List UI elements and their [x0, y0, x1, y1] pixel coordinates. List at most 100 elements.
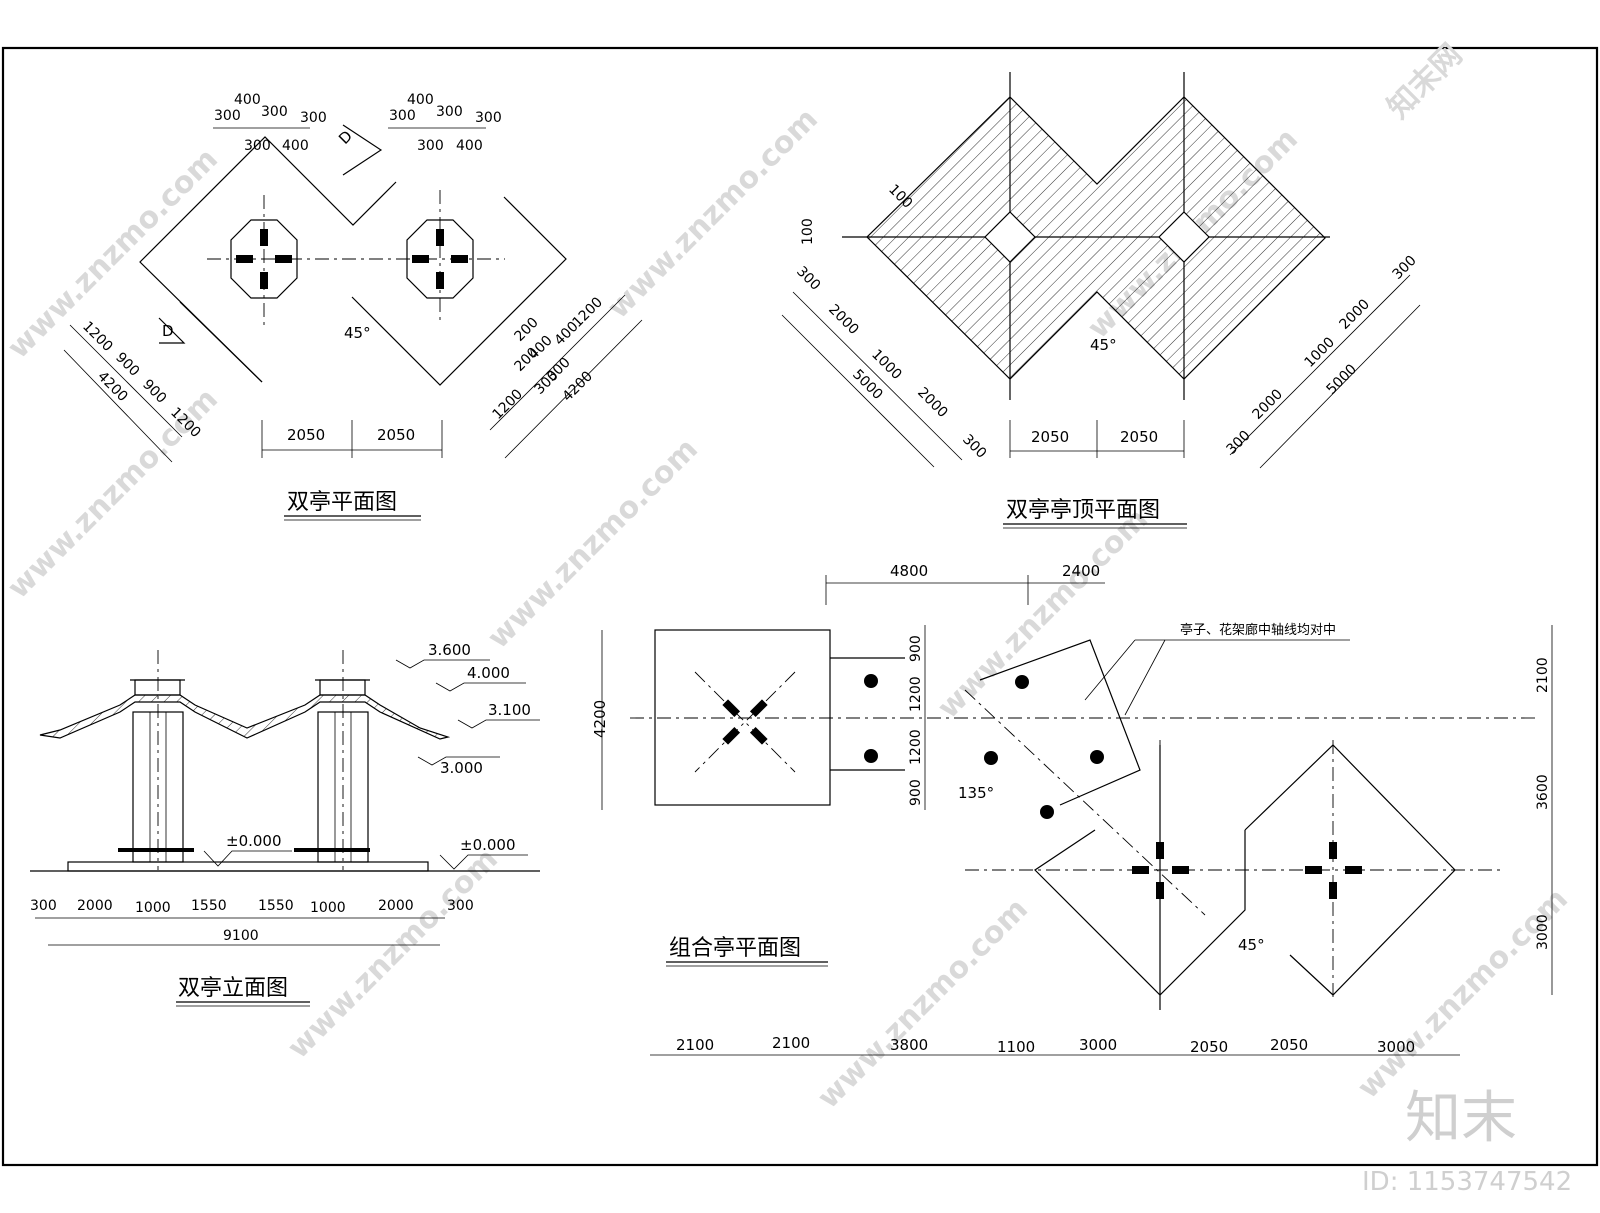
double-pavilion-elevation: 3.600 4.000 3.100 3.000 ±0.000 ±0.000 30…	[30, 641, 540, 1007]
pavilion-axis	[694, 671, 796, 773]
dim-label: 2000	[914, 385, 951, 422]
note-text: 亭子、花架廊中轴线均对中	[1180, 622, 1336, 638]
dim-label: 300	[436, 104, 463, 120]
dim-label: 1200	[908, 676, 924, 712]
dim-label: 300	[30, 898, 57, 914]
angle-label: 45°	[344, 324, 371, 342]
dim-label: 300	[244, 138, 271, 154]
dim-label: 1550	[258, 898, 294, 914]
column-marks	[236, 229, 468, 289]
dim-line	[504, 319, 643, 459]
brand-watermark: 知末	[1405, 1086, 1517, 1151]
pergola-post	[1090, 750, 1104, 764]
dim-label: 1200	[908, 729, 924, 765]
dim-label: 3000	[1079, 1036, 1117, 1054]
dim-line	[781, 314, 935, 468]
plan-outline-right	[351, 196, 567, 386]
drawing-title: 双亭立面图	[178, 976, 288, 1001]
diamond-pavilion	[1244, 744, 1456, 996]
angle-label: 45°	[1238, 936, 1265, 954]
dim-label: 400	[407, 92, 434, 108]
base-platform	[67, 861, 429, 872]
drawing-frame	[1, 46, 1599, 1167]
pergola-post	[1040, 805, 1054, 819]
watermark-cn: 知末网	[1381, 37, 1469, 125]
angle-label: 45°	[1090, 336, 1117, 354]
drawing-title: 组合亭平面图	[669, 936, 801, 961]
pergola-post	[864, 749, 878, 763]
dim-label: 3800	[890, 1036, 928, 1054]
seat-bar	[118, 848, 194, 852]
watermark-site: www.znzmo.com	[481, 432, 705, 656]
dim-label: 3000	[1535, 914, 1551, 950]
dim-line	[69, 324, 183, 438]
drawing-title: 双亭平面图	[287, 490, 397, 515]
dim-label: 1200	[79, 319, 116, 356]
dim-label: 2100	[772, 1034, 810, 1052]
dim-label: 300	[793, 264, 823, 294]
pergola-post	[864, 674, 878, 688]
dim-label: 1200	[570, 294, 607, 331]
level-label: 3.100	[488, 701, 531, 719]
dim-label: 300	[447, 898, 474, 914]
level-marker	[417, 756, 500, 766]
dim-label: 1200	[490, 386, 527, 423]
level-label: 3.000	[440, 759, 483, 777]
dim-label: 300	[214, 108, 241, 124]
dim-label: 2000	[1337, 296, 1374, 333]
section-mark-label: D	[162, 322, 174, 340]
level-label: 4.000	[467, 664, 510, 682]
dim-label: 1550	[191, 898, 227, 914]
dim-line	[1229, 274, 1411, 456]
dim-label: 2100	[1535, 657, 1551, 693]
roof-center	[1158, 211, 1210, 263]
dim-label: 4200	[591, 700, 609, 738]
dim-label: 1000	[868, 347, 905, 384]
dim-label: 5000	[1324, 361, 1361, 398]
level-label: ±0.000	[460, 836, 516, 854]
level-marker	[203, 850, 292, 867]
plan-outline-lower-left	[179, 301, 263, 383]
combo-pavilion-plan: 亭子、花架廊中轴线均对中 135° 45° 4800 2400 4200 900…	[591, 562, 1553, 1056]
column-octagon	[230, 219, 298, 299]
watermark-site: www.znzmo.com	[1, 382, 225, 606]
column-marks	[722, 699, 768, 745]
section-mark	[158, 317, 186, 344]
square-pavilion	[654, 629, 831, 806]
dim-label: 2000	[378, 898, 414, 914]
angled-pergola	[979, 639, 1141, 806]
seat-bar	[294, 848, 370, 852]
dim-label: 300	[1390, 253, 1420, 283]
dim-label: 2400	[1062, 562, 1100, 580]
dim-line	[489, 294, 626, 431]
dim-label: 100	[800, 218, 816, 245]
dim-label: 900	[112, 350, 142, 380]
dim-label: 2050	[1190, 1038, 1228, 1056]
watermark-site: www.znzmo.com	[811, 892, 1035, 1116]
dim-line	[63, 349, 173, 463]
dim-label: 2000	[77, 898, 113, 914]
watermark-site: www.znzmo.com	[931, 502, 1155, 726]
roof-top	[319, 679, 366, 696]
dim-label: 1000	[310, 900, 346, 916]
drawing-title: 双亭亭顶平面图	[1006, 498, 1160, 523]
dim-label: 300	[300, 110, 327, 126]
roof-profile	[39, 694, 451, 740]
diamond-pavilion	[1034, 829, 1246, 996]
dim-label: 2050	[1031, 428, 1069, 446]
dim-label: 300	[959, 432, 989, 462]
dim-label: 3600	[1535, 774, 1551, 810]
leader-line	[1084, 639, 1136, 701]
roof-center	[984, 211, 1036, 263]
leader-line	[1124, 639, 1166, 716]
watermark-site: www.znzmo.com	[1, 142, 225, 366]
section-mark-label: D	[335, 127, 356, 148]
dim-label: 300	[261, 104, 288, 120]
dim-line	[1259, 304, 1421, 469]
dim-label: 300	[417, 138, 444, 154]
dim-label: 2050	[287, 426, 325, 444]
level-label: 3.600	[428, 641, 471, 659]
dim-label: 300	[475, 110, 502, 126]
dim-label: 1100	[997, 1038, 1035, 1056]
